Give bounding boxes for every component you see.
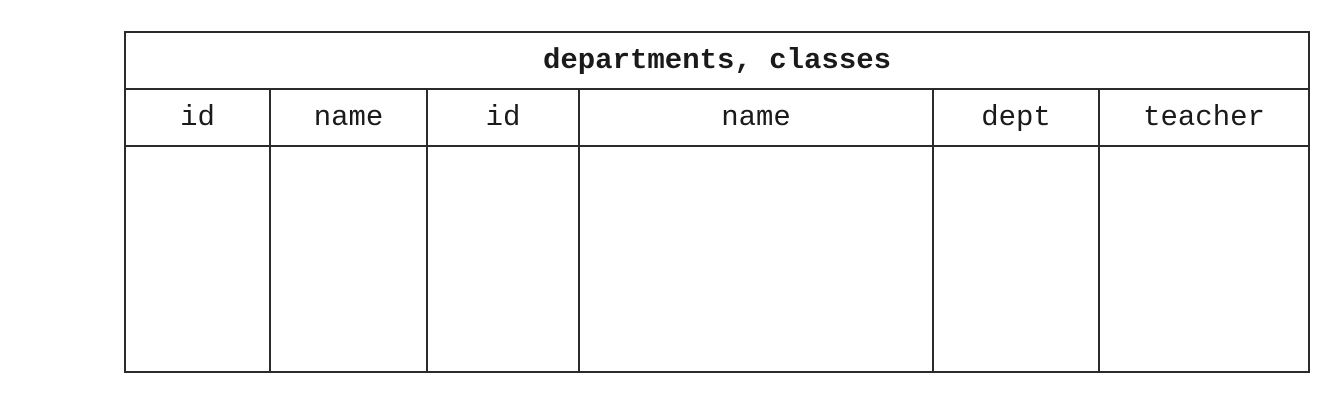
column-header-classes-id: id (426, 88, 580, 147)
column-header-classes-name: name (578, 88, 934, 147)
table-title: departments, classes (124, 31, 1310, 90)
empty-body-row (124, 145, 1310, 373)
empty-cell (578, 145, 934, 373)
empty-cell (269, 145, 428, 373)
column-header-departments-name: name (269, 88, 428, 147)
empty-cell (426, 145, 580, 373)
joined-relation-table: departments, classes id name id name dep… (124, 31, 1310, 373)
empty-cell (1098, 145, 1310, 373)
column-header-teacher: teacher (1098, 88, 1310, 147)
empty-cell (932, 145, 1100, 373)
column-header-departments-id: id (124, 88, 271, 147)
empty-cell (124, 145, 271, 373)
column-header-dept: dept (932, 88, 1100, 147)
column-header-row: id name id name dept teacher (124, 88, 1310, 147)
table-title-row: departments, classes (124, 31, 1310, 90)
